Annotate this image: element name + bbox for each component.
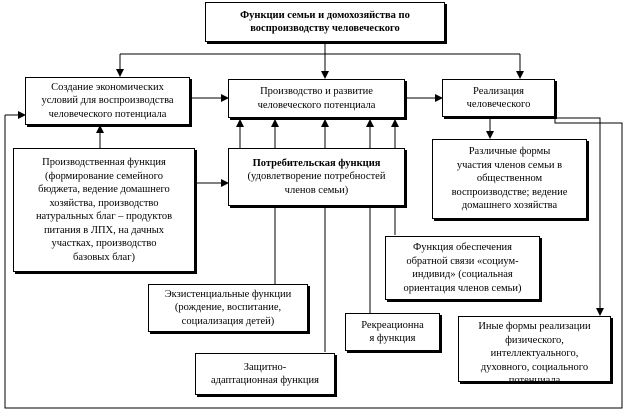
protective-line-1: Защитно- [243, 361, 287, 373]
feedback-function-box: Функция обеспечения обратной связи «соци… [385, 236, 540, 300]
production-line-1: Производство и развитие [260, 86, 373, 97]
consumer-function-box: Потребительская функция (удовлетворение … [228, 148, 405, 206]
existential-line-2: (рождение, воспитание, [174, 302, 282, 314]
existential-line-3: социализация детей) [181, 315, 275, 327]
consumer-line-1: Потребительская функция [252, 157, 381, 169]
title-box: Функции семьи и домохозяйства по воспрои… [205, 2, 445, 42]
create-conditions-line-3: человеческого потенциала [48, 108, 167, 120]
feedback-line-3: индивид» (социальная [412, 269, 513, 280]
productive-function-box: Производственная функция (формирование с… [13, 148, 195, 272]
feedback-line-4: ориентация членов семьи) [403, 282, 522, 294]
create-conditions-box: Создание экономических условий для воспр… [25, 77, 190, 125]
recreational-line-1: Рекреационна [361, 319, 424, 331]
protective-function-box: Защитно- адаптационная функция [195, 353, 335, 395]
other-forms-line-3: интеллектуального, [490, 348, 579, 359]
existential-line-1: Экзистенциальные функции [164, 288, 292, 300]
realization-line-2: человеческого [466, 99, 531, 110]
participation-line-5: домашнего хозяйства [461, 200, 558, 212]
production-line-2: человеческого потенциала [257, 99, 376, 111]
other-forms-line-1: Иные формы реализации [478, 321, 591, 332]
title-line-1: Функции семьи и домохозяйства по [240, 9, 410, 21]
other-forms-line-5: потенциала [508, 375, 561, 382]
participation-line-4: воспроизводстве; ведение [451, 186, 568, 198]
title-line-2: воспроизводству человеческого [250, 23, 400, 34]
feedback-line-1: Функция обеспечения [412, 242, 513, 253]
productive-line-8: базовых благ) [72, 251, 135, 263]
productive-line-6: питания в ЛПХ, на дачных [43, 224, 165, 236]
realization-box: Реализация человеческого [442, 79, 555, 117]
feedback-line-2: обратной связи «социум- [406, 255, 519, 267]
consumer-line-2: (удовлетворение потребностей [247, 171, 386, 183]
participation-line-2: участия членов семьи в [456, 159, 563, 171]
participation-line-3: общественном [476, 173, 543, 185]
arrow-realization-to-other [555, 117, 604, 316]
loop-right-side [4, 115, 623, 409]
other-forms-line-4: духовного, социального [480, 361, 589, 373]
participation-forms-box: Различные формы участия членов семьи в о… [432, 139, 587, 219]
participation-line-1: Различные формы [468, 146, 551, 158]
realization-line-1: Реализация [473, 85, 524, 97]
recreational-function-box: Рекреационна я функция [345, 313, 440, 351]
other-forms-line-2: физического, [505, 334, 564, 346]
existential-functions-box: Экзистенциальные функции (рождение, восп… [148, 284, 308, 332]
productive-line-7: участках, производство [51, 238, 157, 249]
productive-line-2: (формирование семейного [45, 170, 163, 182]
productive-line-1: Производственная функция [42, 157, 166, 168]
other-forms-box: Иные формы реализации физического, интел… [458, 316, 611, 382]
consumer-line-3: членов семьи) [284, 184, 349, 196]
create-conditions-line-1: Создание экономических [51, 81, 164, 93]
protective-line-2: адаптационная функция [211, 375, 319, 386]
create-conditions-line-2: условий для воспроизводства [41, 95, 174, 107]
productive-line-5: натуральных благ – продуктов [35, 211, 173, 222]
recreational-line-2: я функция [369, 333, 416, 344]
productive-line-4: хозяйства, производство [49, 197, 159, 209]
productive-line-3: бюджета, ведение домашнего [38, 184, 170, 195]
production-development-box: Производство и развитие человеческого по… [228, 79, 405, 118]
